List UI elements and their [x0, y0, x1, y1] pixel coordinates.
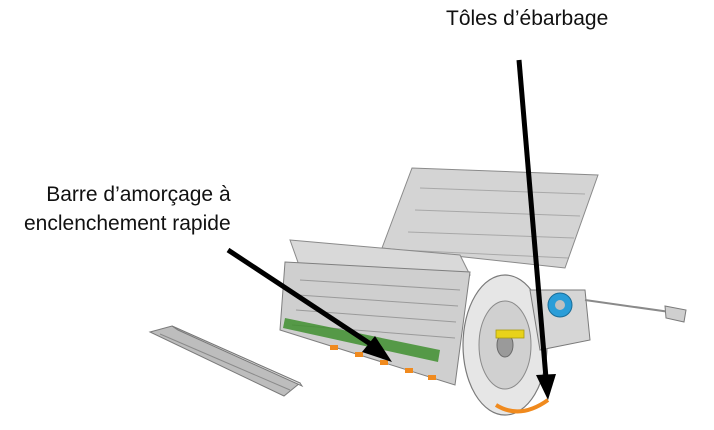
label-toles-ebarbage: Tôles d’ébarbage	[446, 4, 608, 33]
detached-bar	[150, 326, 302, 396]
rotor-body	[280, 240, 470, 385]
label-barre-line2: enclenchement rapide	[24, 209, 231, 238]
gearbox	[530, 290, 686, 350]
label-barre-line1: Barre d’amorçage à	[24, 180, 231, 209]
label-barre-amorcage: Barre d’amorçage à enclenchement rapide	[24, 180, 231, 238]
